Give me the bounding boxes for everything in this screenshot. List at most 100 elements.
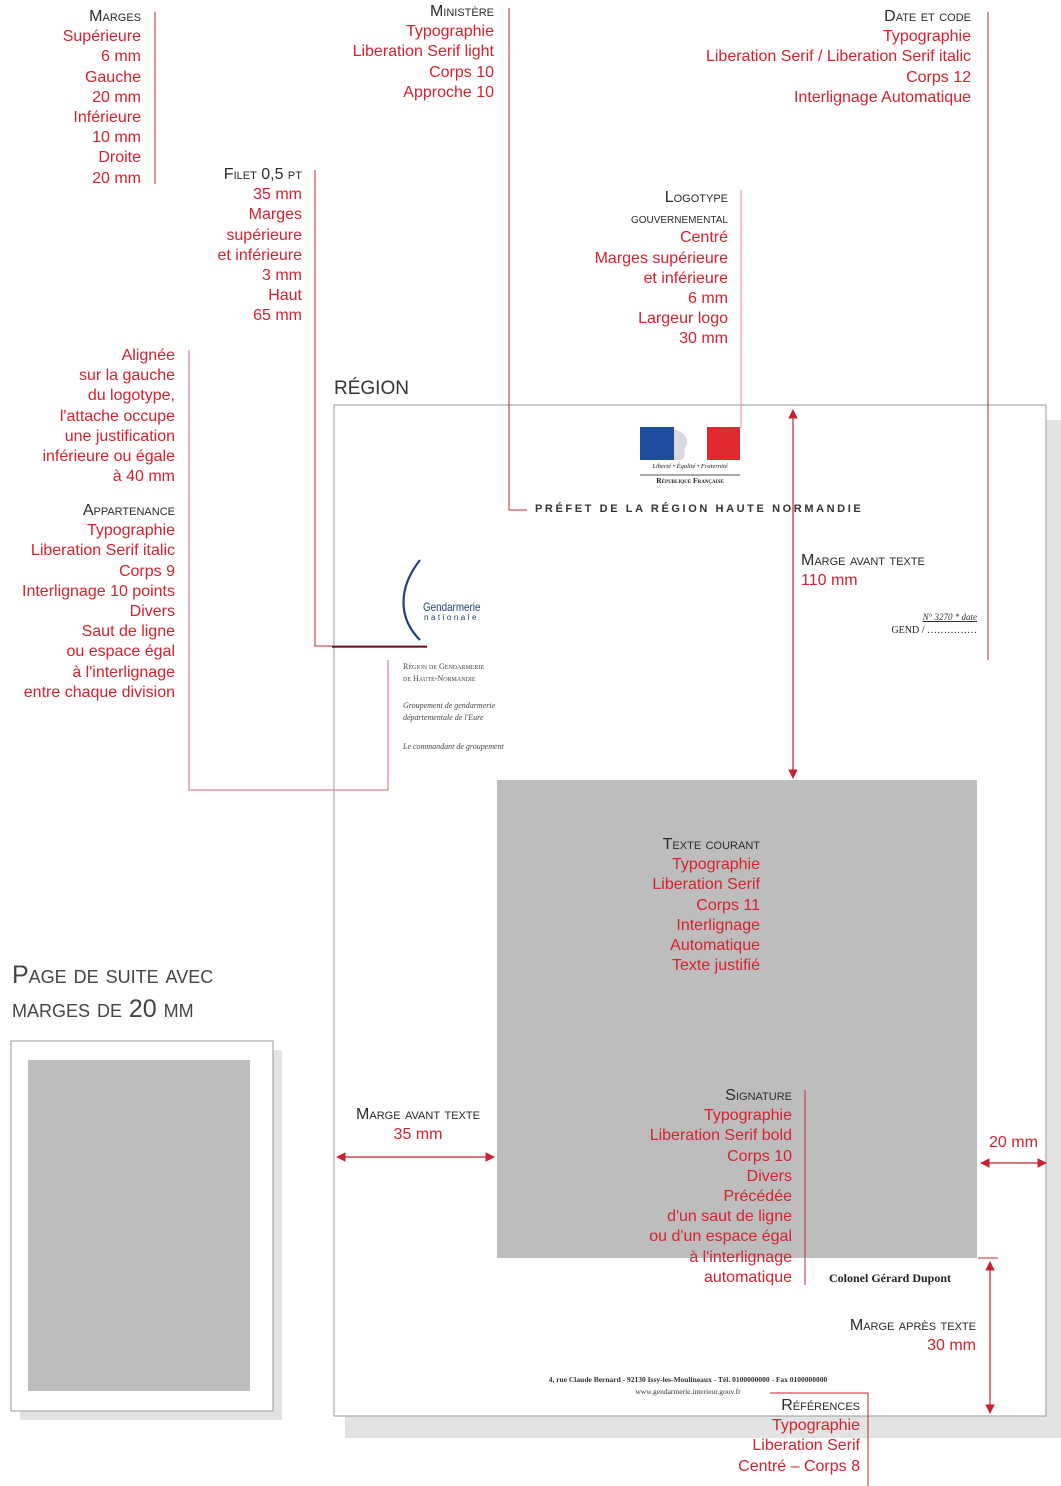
suite-text-area xyxy=(28,1060,250,1391)
ref-gend: GEND / …………… xyxy=(891,625,977,636)
appartenance-leader xyxy=(188,350,389,791)
logotype-line: 6 mm xyxy=(688,290,728,308)
marge-right-value: 20 mm xyxy=(989,1134,1038,1151)
page-suite-title: Page de suite avec marges de 20 mm xyxy=(12,958,213,1026)
alignee-line: à 40 mm xyxy=(112,468,175,486)
filet-leader xyxy=(314,170,427,647)
appartenance-line: entre chaque division xyxy=(23,683,175,701)
republique-motto: Liberté • Égalité • Fraternité xyxy=(652,463,728,470)
appartenance-line: ou espace égal xyxy=(66,643,175,661)
ministere-line: Typographie xyxy=(405,23,494,41)
texte-courant-line: Liberation Serif xyxy=(652,876,760,894)
texte-courant-line: Typographie xyxy=(671,856,760,874)
region-label: RÉGION xyxy=(334,378,409,399)
alignee-block: Alignée sur la gauche du logotype, l'att… xyxy=(42,346,175,487)
references-line: Liberation Serif xyxy=(752,1437,860,1455)
signature-block: Signature Typographie Liberation Serif b… xyxy=(649,1086,792,1288)
signature-line: Divers xyxy=(746,1167,792,1185)
margins-line: Droite xyxy=(98,149,141,167)
ministere-line: Approche 10 xyxy=(403,83,494,101)
texte-courant-line: Interlignage xyxy=(676,916,760,934)
alignee-line: l'attache occupe xyxy=(59,407,175,425)
appartenance-heading: Appartenance xyxy=(82,502,175,519)
date-code-heading: Date et code xyxy=(884,8,971,25)
texte-courant-heading: Texte courant xyxy=(662,836,760,853)
ref-number: N° 3270 * date xyxy=(922,612,977,622)
appartenance-line: Liberation Serif italic xyxy=(30,542,175,560)
signature-line: Précédée xyxy=(723,1188,793,1206)
logotype-line: 30 mm xyxy=(679,330,728,348)
date-code-line: Liberation Serif / Liberation Serif ital… xyxy=(705,48,971,66)
marge-apres-block: Marge après texte 30 mm xyxy=(850,1316,976,1356)
appartenance-line: Interlignage 10 points xyxy=(22,582,175,600)
references-block: Références Typographie Liberation Serif … xyxy=(738,1396,860,1477)
footer-address: 4, rue Claude Bernard - 92130 Issy-les-M… xyxy=(548,1375,828,1384)
attache-commandant: Le commandant de groupement xyxy=(403,742,504,751)
references-line: Typographie xyxy=(771,1417,860,1435)
appartenance-line: Divers xyxy=(129,603,175,621)
filet-heading: Filet 0,5 pt xyxy=(223,166,302,183)
appartenance-line: Corps 9 xyxy=(118,562,175,580)
signature-line: automatique xyxy=(703,1268,792,1286)
date-code-line: Corps 12 xyxy=(906,68,971,86)
attache-line: de Haute-Normandie xyxy=(403,674,476,683)
logotype-line: et inférieure xyxy=(643,269,729,287)
gendarmerie-logo-icon xyxy=(402,559,421,641)
appartenance-line: à l'interlignage xyxy=(72,663,175,681)
filet-block: Filet 0,5 pt 35 mm Marges supérieure et … xyxy=(218,165,303,327)
ministere-line: Corps 10 xyxy=(429,63,494,81)
attache-region: Région de Gendarmerie de Haute-Normandie xyxy=(403,661,484,685)
texte-courant-line: Texte justifié xyxy=(671,957,760,975)
filet-line: Marges xyxy=(248,206,302,224)
margins-line: Supérieure xyxy=(62,28,141,46)
filet-line: 65 mm xyxy=(253,307,302,325)
alignee-line: une justification xyxy=(64,427,175,445)
page-suite-line: Page de suite avec xyxy=(12,961,214,989)
signature-line: à l'interlignage xyxy=(689,1248,792,1266)
margins-block: Marges Supérieure 6 mm Gauche 20 mm Infé… xyxy=(63,7,141,189)
attache-line: Groupement de gendarmerie xyxy=(403,701,496,710)
text-area xyxy=(497,780,977,1258)
signature-line: Corps 10 xyxy=(727,1147,792,1165)
marge-top-value: 110 mm xyxy=(801,572,858,590)
page-suite-line: marges de 20 mm xyxy=(12,995,194,1023)
appartenance-line: Typographie xyxy=(86,522,175,540)
logotype-line: Marges supérieure xyxy=(594,249,728,267)
margins-line: 20 mm xyxy=(92,169,141,187)
filet-line: supérieure xyxy=(226,226,302,244)
margins-line: 20 mm xyxy=(92,88,141,106)
gendarmerie-sub: nationale xyxy=(424,613,479,622)
texte-courant-block: Texte courant Typographie Liberation Ser… xyxy=(652,835,760,976)
ministere-heading: Ministère xyxy=(429,3,494,20)
logotype-line: Centré xyxy=(679,229,728,247)
logotype-block: Logotype gouvernemental Centré Marges su… xyxy=(595,188,728,350)
alignee-line: inférieure ou égale xyxy=(42,448,175,466)
logotype-heading: Logotype xyxy=(664,189,728,206)
texte-courant-line: Automatique xyxy=(670,937,760,955)
ministere-block: Ministère Typographie Liberation Serif l… xyxy=(353,2,494,103)
attache-line: Région de Gendarmerie xyxy=(403,662,485,671)
date-code-block: Date et code Typographie Liberation Seri… xyxy=(706,7,971,108)
appartenance-line: Saut de ligne xyxy=(81,623,175,641)
prefet-title: PRÉFET DE LA RÉGION HAUTE NORMANDIE xyxy=(535,503,864,515)
margins-line: 10 mm xyxy=(92,129,141,147)
appartenance-block: Appartenance Typographie Liberation Seri… xyxy=(22,501,175,703)
marge-apres-value: 30 mm xyxy=(927,1337,976,1355)
signature-heading: Signature xyxy=(725,1087,792,1104)
marianne-logo-icon xyxy=(640,427,740,460)
marge-top-block: Marge avant texte 110 mm xyxy=(801,551,925,591)
attache-groupement: Groupement de gendarmerie départementale… xyxy=(403,700,495,724)
marge-top-heading: Marge avant texte xyxy=(801,552,925,569)
margins-line: Inférieure xyxy=(73,109,141,127)
signature-line: d'un saut de ligne xyxy=(667,1208,792,1226)
signature-name: Colonel Gérard Dupont xyxy=(829,1271,952,1285)
texte-courant-line: Corps 11 xyxy=(696,896,760,914)
gendarmerie-name: Gendarmerie xyxy=(423,600,481,614)
signature-line: Typographie xyxy=(703,1107,792,1125)
alignee-line: sur la gauche xyxy=(78,367,175,385)
filet-line: Haut xyxy=(268,287,302,305)
references-leader xyxy=(770,1392,869,1486)
filet-line: et inférieure xyxy=(217,246,303,264)
ministere-leader xyxy=(508,8,527,511)
republique-name: République Française xyxy=(656,476,724,485)
